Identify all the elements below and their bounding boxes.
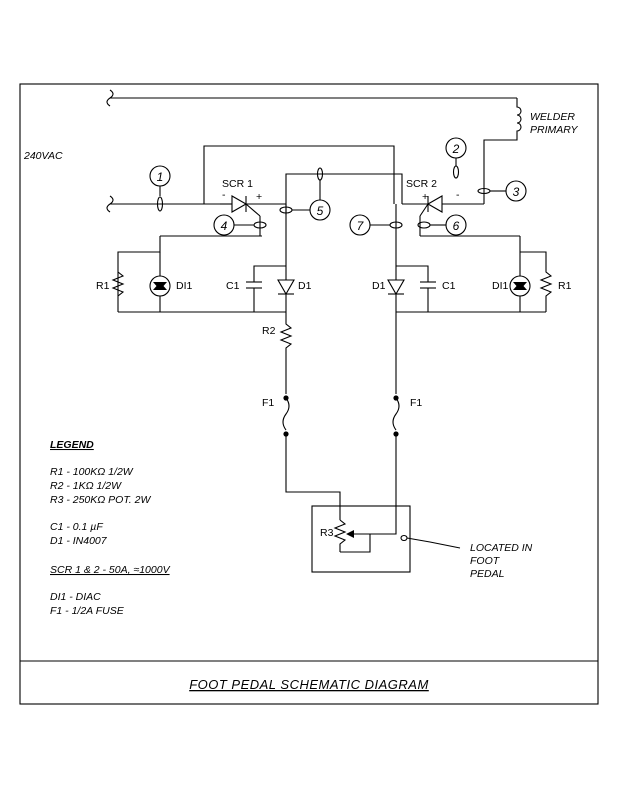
- right-r1-resistor: [539, 262, 553, 312]
- scr1-plus: +: [256, 191, 262, 203]
- connector-2-number: 2: [452, 142, 460, 156]
- right-di1-label: DI1: [492, 280, 509, 292]
- scr1-label: SCR 1: [222, 178, 253, 190]
- connector-1-number: 1: [157, 170, 164, 184]
- legend-item-scr: SCR 1 & 2 - 50A, ≈1000V: [50, 564, 171, 576]
- connector-6-bubble: [445, 214, 467, 236]
- right-d1-label: D1: [372, 280, 386, 292]
- wire-left-c1: [253, 265, 286, 282]
- connector-7-bubble: [349, 214, 371, 236]
- scr2-label: SCR 2: [406, 178, 437, 190]
- welder-label-line-1: WELDER: [530, 111, 575, 123]
- left-r1-resistor: [111, 271, 125, 297]
- connector-3-bubble: [505, 180, 527, 202]
- left-f1-label: F1: [262, 397, 274, 409]
- connector-1: 1: [149, 165, 171, 212]
- r2-label: R2: [262, 325, 276, 337]
- foot-pedal-box: [311, 505, 411, 573]
- scr2-symbol: [426, 195, 443, 213]
- scr2: [402, 195, 484, 217]
- r3-label: R3: [320, 527, 334, 539]
- wire-right-r1-top: [520, 251, 547, 262]
- right-r1-label: R1: [558, 280, 572, 292]
- left-di1-label: DI1: [176, 280, 193, 292]
- scr1-gate: [245, 203, 261, 217]
- right-f1-fuse: [392, 397, 400, 431]
- wire-scr2-cathode-loop: [285, 173, 403, 215]
- connector-4: 4: [213, 214, 267, 236]
- scr2-minus: -: [456, 189, 460, 201]
- legend-item-di1: DI1 - DIAC: [50, 591, 101, 603]
- left-d1-diode: [277, 279, 295, 296]
- welder-label-line-2: PRIMARY: [530, 124, 578, 136]
- legend-item-c1: C1 - 0.1 µF: [50, 521, 103, 533]
- wire-right-c1: [396, 265, 429, 282]
- supply-label: 240VAC: [23, 150, 63, 162]
- diagram-title: FOOT PEDAL SCHEMATIC DIAGRAM: [189, 677, 429, 692]
- wire-right-f1-to-r3: [354, 434, 397, 535]
- connector-5-number: 5: [317, 204, 324, 218]
- scr2-gate: [419, 203, 429, 217]
- located-label-line-1: LOCATED IN: [470, 542, 533, 554]
- wire-scr1-cathode-loop: [203, 145, 395, 204]
- r3-potentiometer: [333, 519, 347, 552]
- drawing-frame: [19, 83, 599, 705]
- connector-1-bubble: [149, 165, 171, 187]
- right-d1-diode: [387, 279, 405, 296]
- left-f1-fuse: [282, 397, 290, 431]
- scr2-plus: +: [422, 191, 428, 203]
- right-di1-triangle-2: [513, 282, 527, 290]
- wire-left-r1-top: [117, 236, 161, 262]
- located-leader-line: [406, 537, 461, 549]
- left-di1-triangle-2: [153, 282, 167, 290]
- left-r1-label: R1: [96, 280, 110, 292]
- connector-4-number: 4: [221, 219, 228, 233]
- right-f1-label: F1: [410, 397, 422, 409]
- foot-pedal-marker: [400, 534, 408, 542]
- wire-left-f1-to-r3: [285, 434, 341, 520]
- connector-3: 3: [477, 180, 527, 202]
- welder-primary-coil: [483, 98, 522, 190]
- legend-item-r1: R1 - 100KΩ 1/2W: [50, 466, 134, 478]
- scr1-minus: -: [222, 189, 226, 201]
- legend-item-d1: D1 - IN4007: [50, 535, 108, 547]
- left-d1-label: D1: [298, 280, 312, 292]
- connector-2: 2: [445, 137, 467, 179]
- connector-4-bubble: [213, 214, 235, 236]
- connector-3-number: 3: [513, 185, 520, 199]
- legend: LEGEND R1 - 100KΩ 1/2W R2 - 1KΩ 1/2W R3 …: [50, 439, 171, 617]
- wire-r3-wiper-loop: [340, 533, 371, 553]
- connector-5: 5: [279, 167, 331, 221]
- connector-7-number: 7: [357, 219, 365, 233]
- legend-item-r2: R2 - 1KΩ 1/2W: [50, 480, 122, 492]
- legend-item-f1: F1 - 1/2A FUSE: [50, 605, 125, 617]
- connector-2-bubble: [445, 137, 467, 159]
- legend-title: LEGEND: [50, 439, 94, 451]
- r2-resistor: [279, 320, 293, 394]
- connector-6-number: 6: [453, 219, 460, 233]
- scr1-symbol: [231, 195, 248, 213]
- located-label-line-2: FOOT: [470, 555, 501, 567]
- legend-item-r3: R3 - 250KΩ POT. 2W: [50, 494, 151, 506]
- scr1: [220, 195, 286, 217]
- left-c1-label: C1: [226, 280, 240, 292]
- connector-2-tap: [452, 165, 460, 179]
- connector-7: 7: [349, 214, 403, 236]
- right-c1-label: C1: [442, 280, 456, 292]
- connector-1-tap: [156, 196, 164, 212]
- connector-6: 6: [417, 214, 467, 236]
- r3-wiper-arrow: [346, 530, 354, 538]
- located-label-line-3: PEDAL: [470, 568, 505, 580]
